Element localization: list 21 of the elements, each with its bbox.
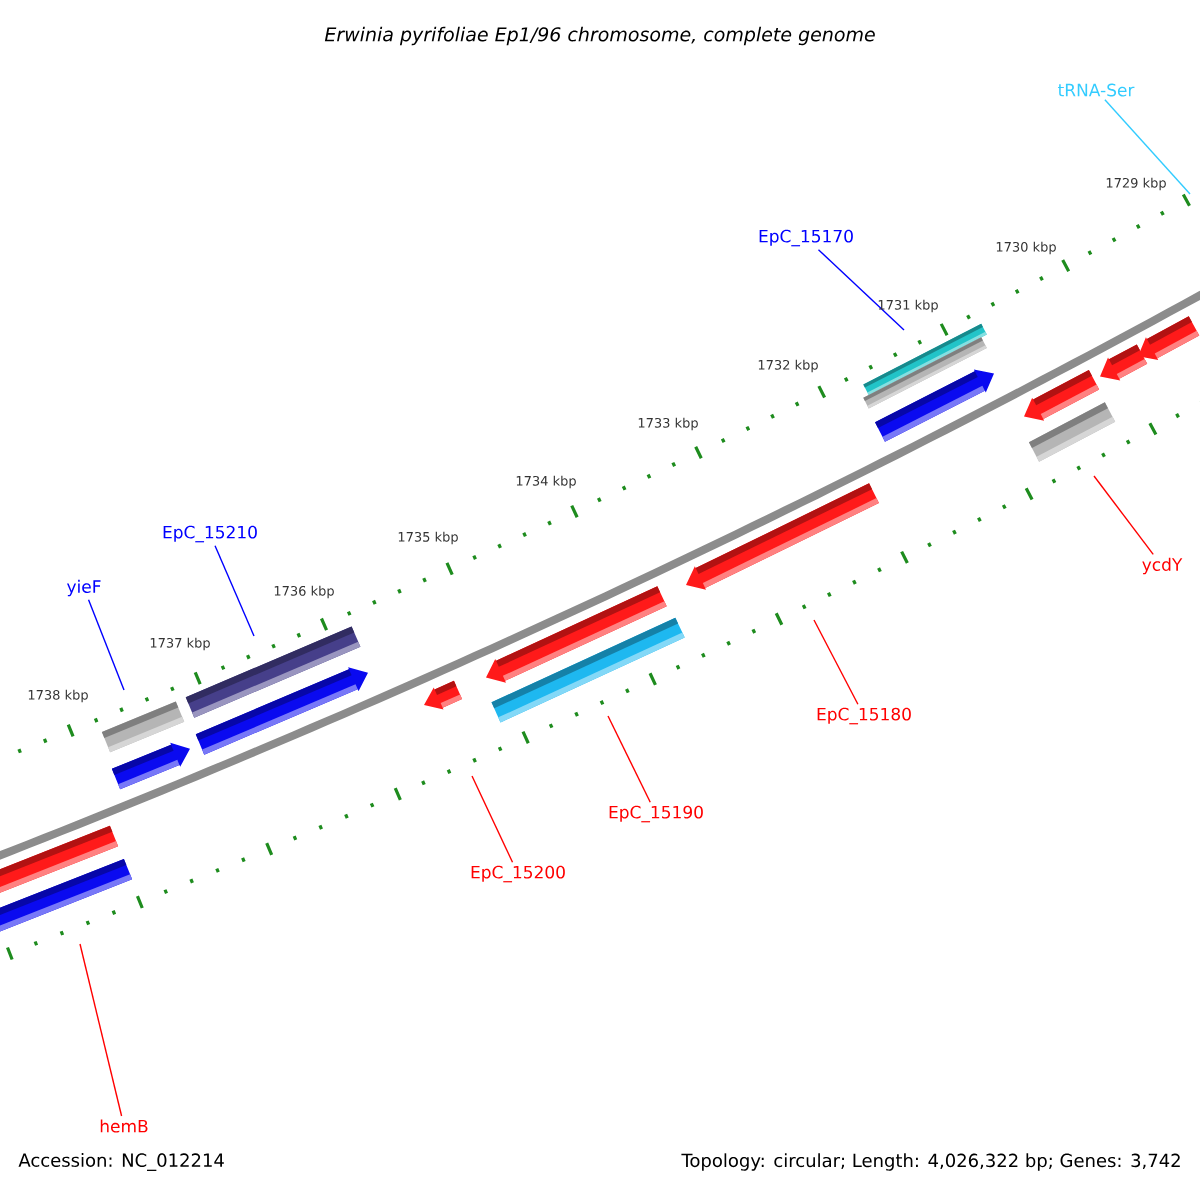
leader-line	[607, 715, 651, 803]
gene-label: yieF	[67, 579, 101, 597]
leader-line	[87, 598, 125, 691]
gene-label: hemB	[100, 1119, 148, 1133]
leader-line	[79, 943, 123, 1117]
gene-label: EpC_15170	[759, 229, 853, 247]
gene-label: EpC_15210	[163, 525, 257, 543]
leader-line	[471, 775, 514, 863]
title: Erwinia pyrifoliae Ep1/96 chromosome, complete genome	[324, 26, 875, 46]
leader-line	[214, 545, 255, 637]
leader-line	[813, 619, 859, 705]
accession-text: Accession: NC_012214	[18, 1153, 224, 1171]
leader-line	[1093, 475, 1154, 556]
leader-line	[817, 249, 905, 331]
gene-label: tRNA-Ser	[1058, 83, 1135, 97]
gene-label: EpC_15190	[609, 805, 703, 823]
gene-label: EpC_15180	[817, 707, 911, 725]
gene-label: EpC_15200	[471, 865, 565, 883]
genome-info-text: Topology: circular; Length: 4,026,322 bp; Genes: 3,742	[681, 1153, 1180, 1171]
leader-line	[1104, 99, 1191, 195]
gene-label: ycdY	[1142, 557, 1183, 575]
